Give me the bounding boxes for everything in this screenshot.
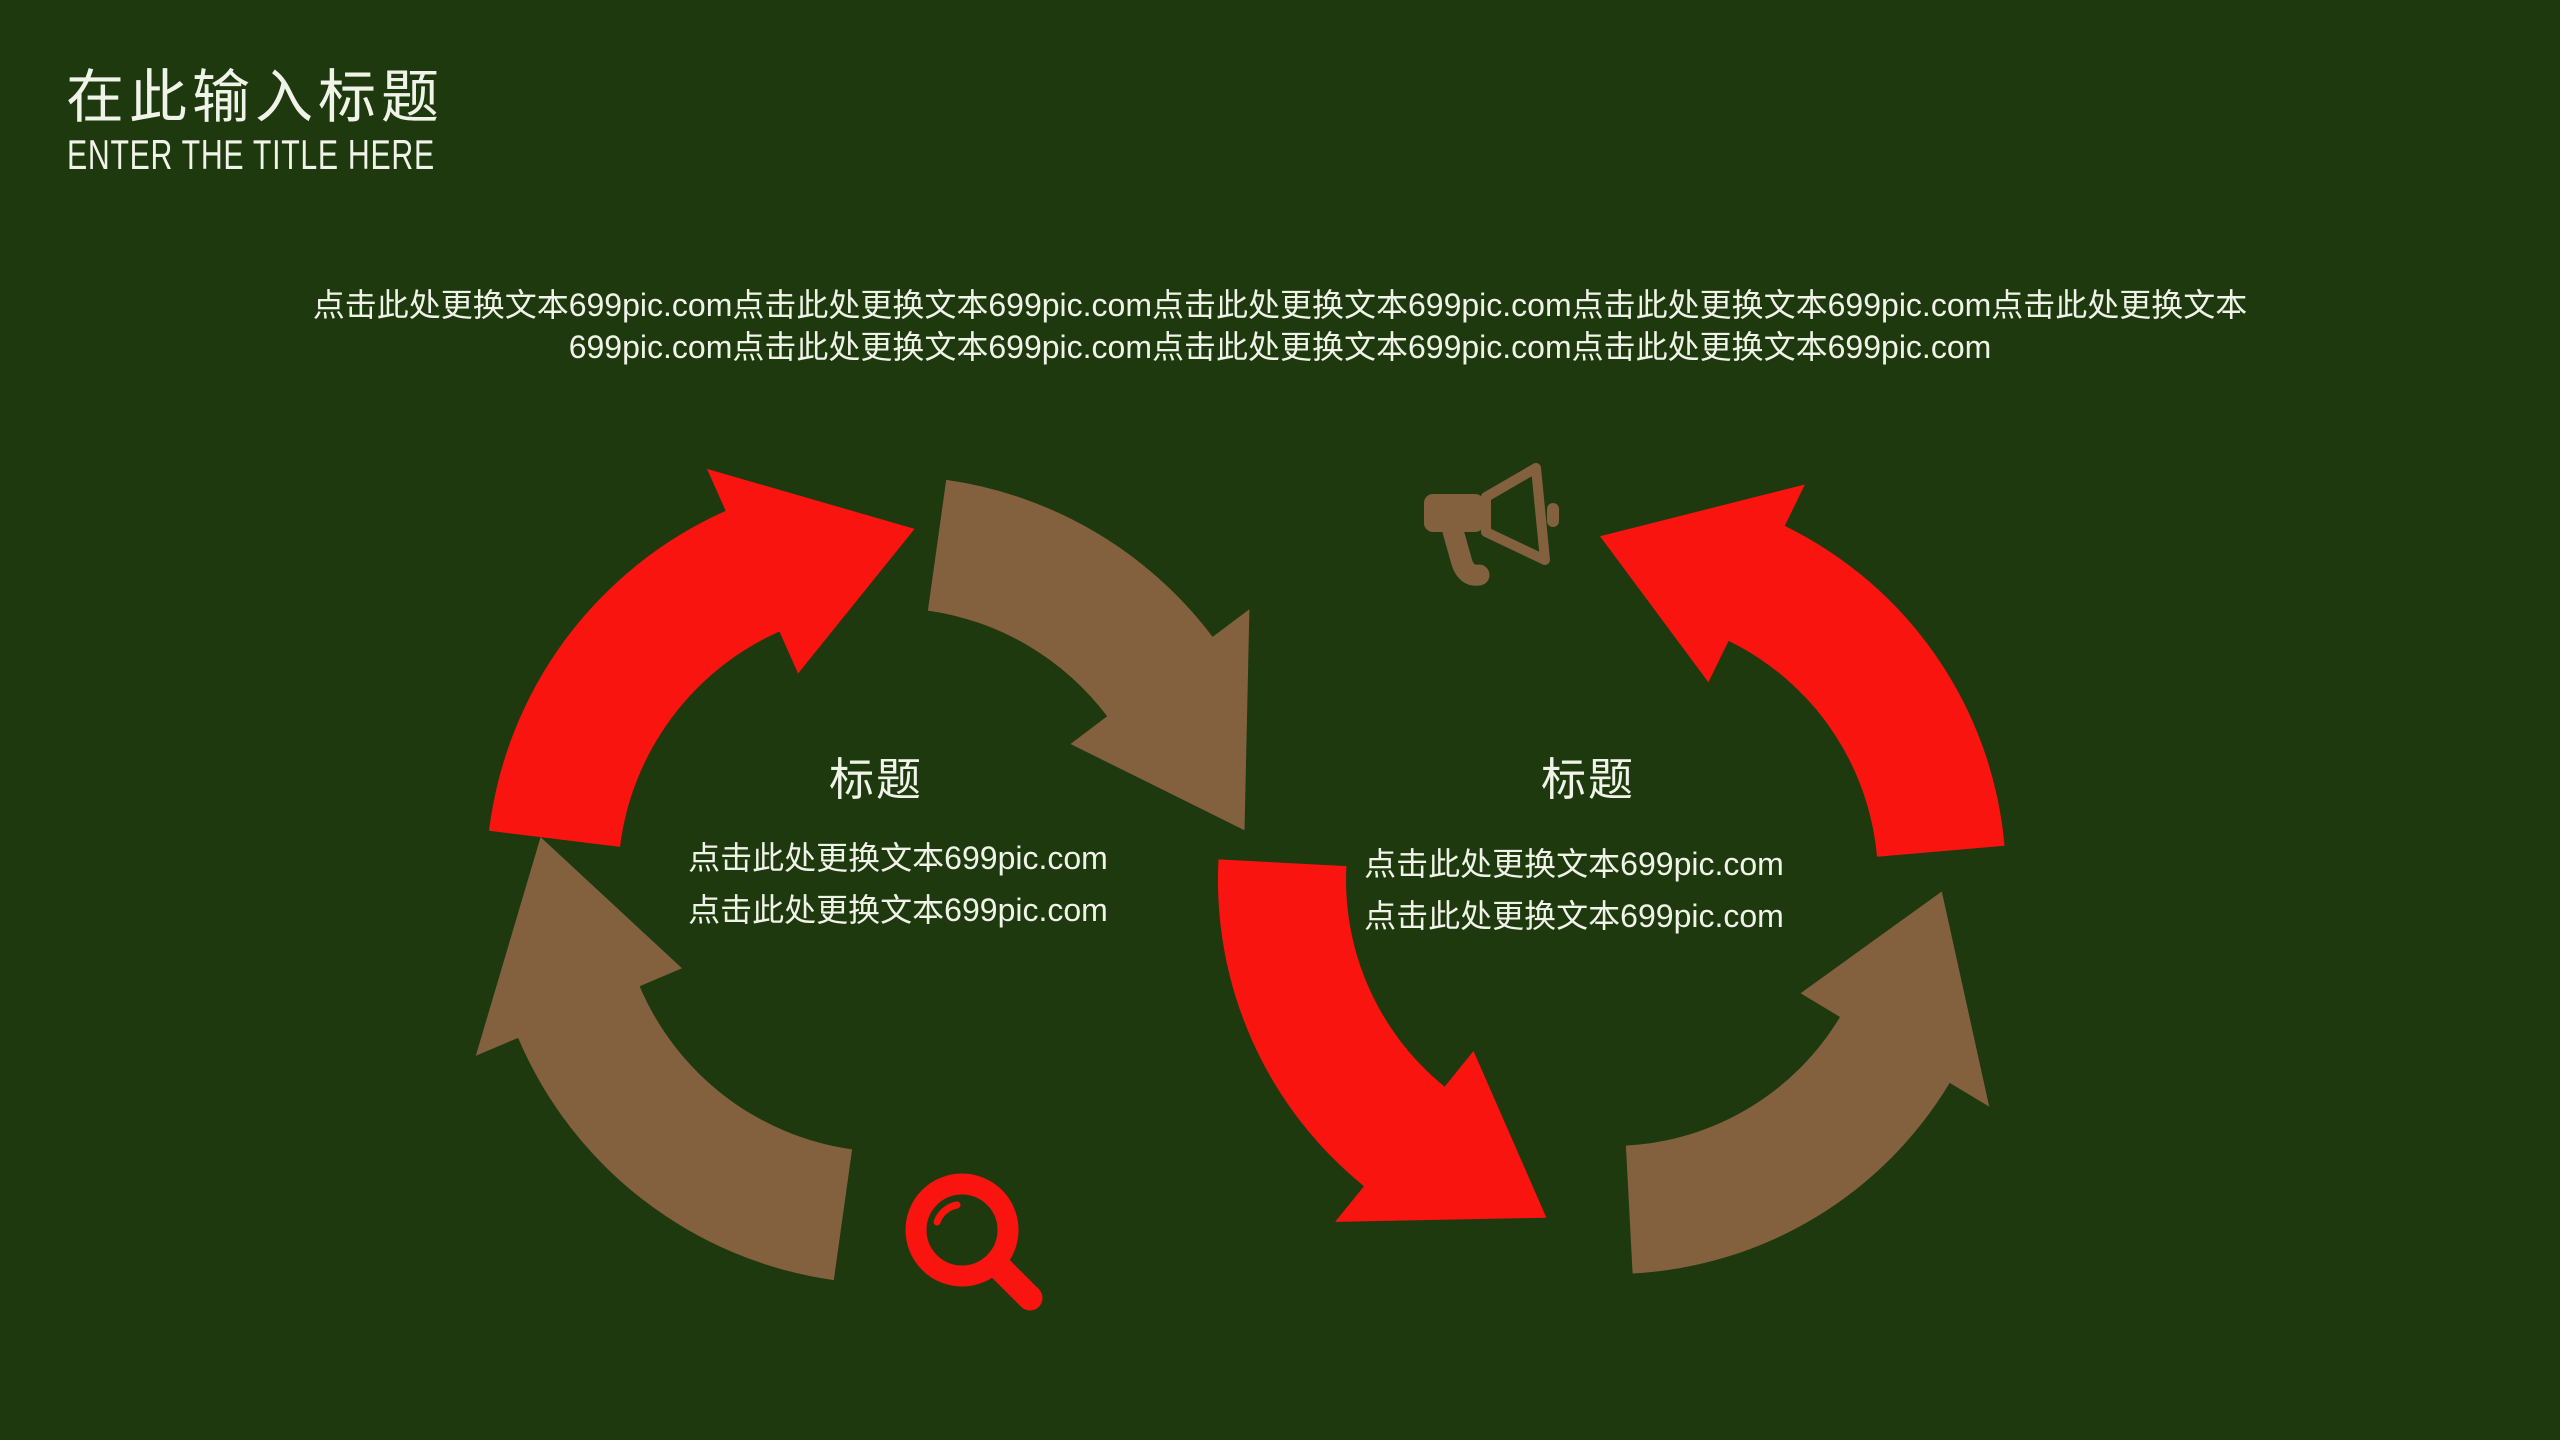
right-cycle-top-red-arrow: [1600, 484, 2005, 857]
slide-title: 在此输入标题: [66, 65, 445, 130]
intro-paragraph: 点击此处更换文本699pic.com点击此处更换文本699pic.com点击此处…: [0, 284, 2560, 368]
right-cycle-heading: 标题: [1540, 754, 1635, 805]
slide-subtitle: ENTER THE TITLE HERE: [67, 131, 435, 178]
right-cycle-bottom-brown-arrow: [1625, 891, 1990, 1274]
search-icon: [905, 1173, 1043, 1311]
left-cycle-bottom-arrow: [475, 837, 853, 1281]
right-cycle-line-2: 点击此处更换文本699pic.com: [1364, 898, 1784, 934]
left-cycle-line-1: 点击此处更换文本699pic.com: [688, 840, 1108, 876]
intro-line-1: 点击此处更换文本699pic.com点击此处更换文本699pic.com点击此处…: [312, 287, 2248, 323]
left-cycle-right-brown-arrow: [927, 479, 1250, 831]
left-cycle-top-red-arrow: [489, 468, 915, 847]
megaphone-icon: [1424, 463, 1559, 586]
intro-line-2: 699pic.com点击此处更换文本699pic.com点击此处更换文本699p…: [568, 329, 1992, 365]
middle-red-arrow: [1217, 859, 1547, 1222]
left-cycle-heading: 标题: [828, 754, 923, 805]
left-cycle-line-2: 点击此处更换文本699pic.com: [688, 892, 1108, 928]
left-cycle-text: 点击此处更换文本699pic.com 点击此处更换文本699pic.com: [688, 832, 1108, 936]
right-cycle-text: 点击此处更换文本699pic.com 点击此处更换文本699pic.com: [1364, 838, 1784, 942]
right-cycle-line-1: 点击此处更换文本699pic.com: [1364, 846, 1784, 882]
